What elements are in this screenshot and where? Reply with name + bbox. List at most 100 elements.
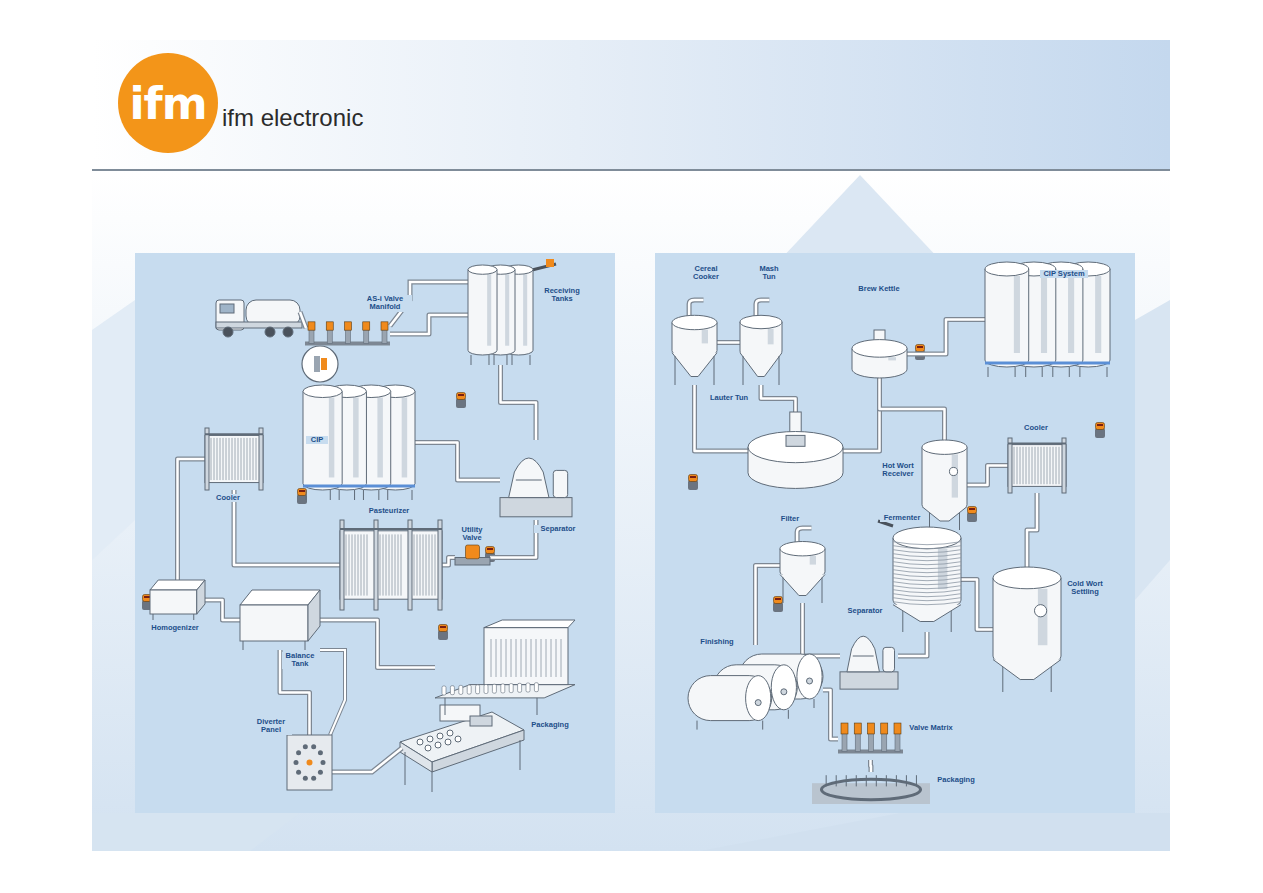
- pipe-connector: [843, 378, 880, 451]
- drawing-part: [1062, 438, 1066, 493]
- drawing-part: [442, 686, 446, 695]
- drawing-part: [1051, 667, 1052, 692]
- pipe-connector: [907, 320, 985, 355]
- equipment-drawing: [780, 528, 825, 603]
- drawing-part: [494, 355, 495, 365]
- equipment-label: Filter: [775, 515, 805, 523]
- drawing-part: [771, 665, 796, 710]
- drawing-part: [320, 650, 345, 735]
- drawing-part: [364, 329, 369, 343]
- drawing-part: [456, 393, 466, 409]
- pipe-line: [868, 760, 874, 772]
- equipment-label: AS-i Valve Manifold: [358, 295, 412, 312]
- drawing-part: [952, 454, 958, 497]
- drawing-part: [435, 685, 575, 698]
- equipment-drawing: [840, 620, 898, 692]
- drawing-part: [197, 580, 205, 614]
- drawing-part: [303, 391, 342, 490]
- drawing-part: [355, 534, 356, 595]
- equipment-drawing: [688, 645, 823, 735]
- drawing-part: [740, 315, 782, 328]
- drawing-part: [810, 556, 816, 565]
- equipment-node: Pasteurizer: [340, 520, 442, 610]
- equipment-node: Filter: [780, 528, 825, 603]
- drawing-part: [376, 391, 415, 490]
- drawing-part: [882, 733, 887, 752]
- drawing-part: [432, 534, 433, 595]
- drawing-part: [688, 676, 772, 721]
- pipe-connector: [501, 365, 537, 440]
- drawing-part: [1095, 423, 1105, 439]
- drawing-part: [1066, 269, 1110, 367]
- pipe-line: [843, 378, 880, 451]
- equipment-node: Finishing: [688, 645, 823, 735]
- pipe-line: [761, 385, 796, 412]
- equipment-label: Hot Wort Receiver: [876, 462, 920, 479]
- drawing-part: [1079, 367, 1080, 377]
- pipe-line: [823, 690, 838, 739]
- drawing-part: [389, 534, 390, 595]
- pipe-line: [442, 558, 455, 566]
- drawing-part: [229, 438, 230, 480]
- drawing-part: [959, 512, 960, 530]
- drawing-part: [866, 775, 867, 786]
- drawing-part: [1052, 367, 1053, 377]
- drawing-part: [1014, 447, 1015, 484]
- drawing-part: [534, 683, 538, 692]
- drawing-part: [762, 721, 763, 730]
- drawing-part: [361, 534, 362, 595]
- equipment-drawing: [1008, 438, 1066, 493]
- drawing-part: [922, 447, 967, 512]
- drawing-part: [1008, 443, 1066, 445]
- drawing-part: [412, 490, 413, 500]
- drawing-part: [382, 329, 387, 343]
- drawing-part: [1039, 269, 1083, 367]
- drawing-part: [340, 520, 344, 610]
- drawing-part: [1068, 276, 1074, 353]
- drawing-part: [193, 614, 194, 620]
- equipment-label: Brew Kettle: [855, 285, 903, 293]
- equipment-label: Finishing: [696, 638, 738, 646]
- drawing-part: [332, 748, 402, 772]
- pipe-line: [1027, 493, 1037, 567]
- equipment-label: Mash Tun: [752, 265, 786, 282]
- drawing-part: [505, 274, 509, 345]
- drawing-part: [455, 736, 461, 742]
- pipe-connector: [967, 466, 1008, 486]
- drawing-part: [467, 685, 471, 694]
- drawing-part: [797, 654, 822, 699]
- drawing-part: [340, 531, 442, 599]
- pipe-connector: [898, 632, 927, 656]
- equipment-node: AS-i Valve Manifold: [305, 318, 390, 350]
- drawing-part: [1038, 447, 1039, 484]
- drawing-part: [296, 750, 301, 755]
- drawing-part: [509, 458, 549, 498]
- drawing-part: [500, 498, 572, 517]
- drawing-part: [893, 570, 961, 573]
- equipment-node: CIP: [303, 385, 415, 500]
- watermark-shape: [92, 300, 135, 560]
- drawing-part: [223, 327, 233, 337]
- equipment-label: Packaging: [526, 721, 574, 729]
- lower-ground: [92, 171, 1170, 851]
- pipe-connector: [234, 490, 340, 565]
- drawing-part: [358, 534, 359, 595]
- drawing-part: [326, 322, 333, 330]
- drawing-part: [780, 542, 825, 556]
- drawing-part: [405, 752, 406, 785]
- pipe-connector: [442, 558, 455, 566]
- logo-text: ifm: [129, 78, 206, 129]
- drawing-part: [531, 639, 532, 677]
- drawing-part: [386, 534, 387, 595]
- drawing-part: [459, 685, 463, 694]
- drawing-part: [893, 578, 961, 581]
- drawing-part: [526, 639, 527, 677]
- watermark-shape: [700, 813, 1170, 851]
- equipment-label: Diverter Panel: [250, 718, 292, 735]
- drawing-part: [217, 438, 218, 480]
- drawing-part: [468, 265, 497, 274]
- equipment-node: Lauter Tun: [748, 412, 843, 490]
- drawing-part: [783, 578, 784, 604]
- equipment-label: Fermenter: [880, 514, 924, 522]
